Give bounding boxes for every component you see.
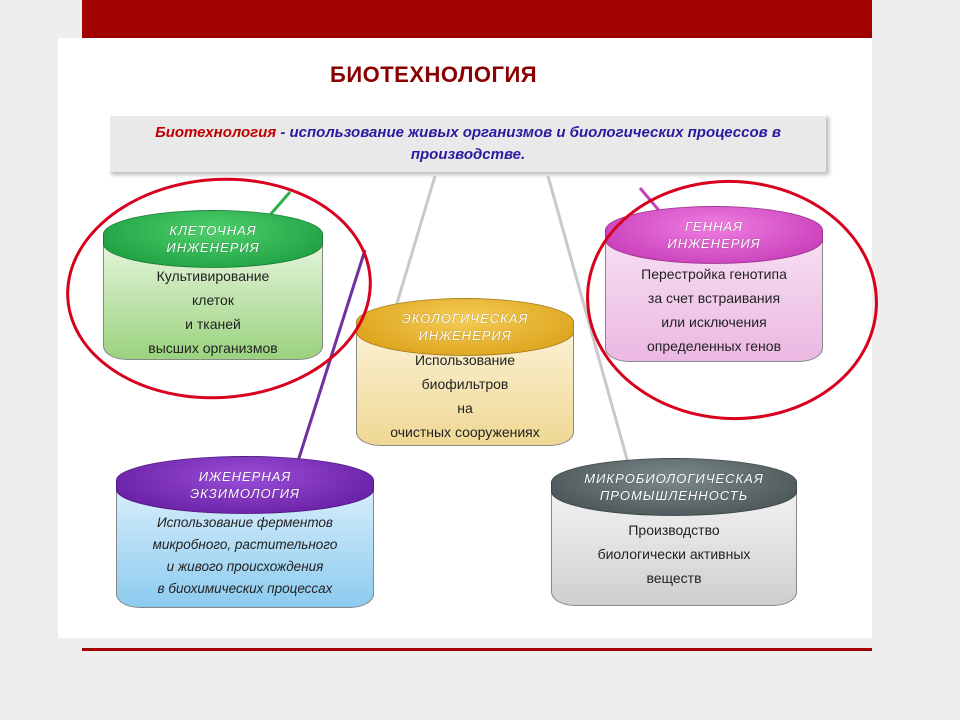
engineering-enzymology-text: Использование ферментов микробного, раст…: [116, 512, 374, 600]
block-ecological-engineering: ЭКОЛОГИЧЕСКАЯ ИНЖЕНЕРИЯ Использование би…: [356, 298, 574, 446]
cell-engineering-line: и тканей: [185, 316, 241, 332]
ecological-engineering-header-line2: ИНЖЕНЕРИЯ: [418, 328, 512, 343]
definition-box: Биотехнология - использование живых орга…: [108, 114, 826, 172]
ecological-engineering-line: на: [457, 400, 473, 416]
gene-engineering-header-line1: ГЕННАЯ: [684, 219, 744, 234]
microbiological-industry-header: МИКРОБИОЛОГИЧЕСКАЯ ПРОМЫШЛЕННОСТЬ: [551, 458, 797, 516]
engineering-enzymology-header: ИЖЕНЕРНАЯ ЭКЗИМОЛОГИЯ: [116, 456, 374, 514]
top-banner: [82, 0, 872, 38]
cell-engineering-header-line1: КЛЕТОЧНАЯ: [169, 223, 257, 238]
definition-term: Биотехнология: [155, 124, 277, 141]
ecological-engineering-line: Использование: [414, 352, 516, 368]
engineering-enzymology-header-line1: ИЖЕНЕРНАЯ: [198, 469, 292, 484]
definition-text: - использование живых организмов и биоло…: [276, 124, 781, 163]
cell-engineering-line: высших организмов: [148, 340, 278, 356]
gene-engineering-line: за счет встраивания: [647, 290, 781, 306]
gene-engineering-line: Перестройка генотипа: [641, 266, 787, 282]
engineering-enzymology-header-line2: ЭКЗИМОЛОГИЯ: [190, 486, 300, 501]
block-cell-engineering: КЛЕТОЧНАЯ ИНЖЕНЕРИЯ Культивирование клет…: [103, 210, 323, 360]
gene-engineering-line: определенных генов: [646, 338, 782, 354]
ecological-engineering-line: очистных сооружениях: [390, 424, 540, 440]
cell-engineering-line: Культивирование: [156, 268, 270, 284]
engineering-enzymology-line: Использование ферментов: [157, 515, 333, 530]
microbiological-industry-line: биологически активных: [597, 546, 751, 562]
cell-engineering-text: Культивирование клеток и тканей высших о…: [103, 264, 323, 360]
microbiological-industry-header-line1: МИКРОБИОЛОГИЧЕСКАЯ: [584, 471, 764, 486]
ecological-engineering-text: Использование биофильтров на очистных со…: [356, 348, 574, 444]
engineering-enzymology-line: микробного, растительного: [152, 537, 338, 552]
connector-micro: [546, 175, 632, 471]
connector-cell: [268, 191, 292, 216]
ecological-engineering-line: биофильтров: [421, 376, 509, 392]
gene-engineering-header-line2: ИНЖЕНЕРИЯ: [667, 236, 761, 251]
connector-eco: [390, 175, 437, 321]
gene-engineering-line: или исключения: [661, 314, 767, 330]
block-engineering-enzymology: ИЖЕНЕРНАЯ ЭКЗИМОЛОГИЯ Использование ферм…: [116, 456, 374, 608]
microbiological-industry-header-line2: ПРОМЫШЛЕННОСТЬ: [599, 488, 749, 503]
block-microbiological-industry: МИКРОБИОЛОГИЧЕСКАЯ ПРОМЫШЛЕННОСТЬ Произв…: [551, 458, 797, 606]
cell-engineering-header-line2: ИНЖЕНЕРИЯ: [166, 240, 260, 255]
engineering-enzymology-line: и живого происхождения: [166, 559, 324, 574]
cell-engineering-line: клеток: [192, 292, 234, 308]
gene-engineering-text: Перестройка генотипа за счет встраивания…: [605, 262, 823, 358]
ecological-engineering-header: ЭКОЛОГИЧЕСКАЯ ИНЖЕНЕРИЯ: [356, 298, 574, 356]
bottom-divider: [82, 648, 872, 651]
microbiological-industry-line: веществ: [646, 570, 702, 586]
gene-engineering-header: ГЕННАЯ ИНЖЕНЕРИЯ: [605, 206, 823, 264]
connector-enzyme: [290, 249, 367, 481]
ecological-engineering-header-line1: ЭКОЛОГИЧЕСКАЯ: [401, 311, 529, 326]
microbiological-industry-line: Производство: [628, 522, 720, 538]
engineering-enzymology-line: в биохимических процессах: [157, 581, 333, 596]
page-title: БИОТЕХНОЛОГИЯ: [330, 62, 538, 87]
microbiological-industry-text: Производство биологически активных вещес…: [551, 518, 797, 590]
cell-engineering-header: КЛЕТОЧНАЯ ИНЖЕНЕРИЯ: [103, 210, 323, 268]
block-gene-engineering: ГЕННАЯ ИНЖЕНЕРИЯ Перестройка генотипа за…: [605, 206, 823, 362]
